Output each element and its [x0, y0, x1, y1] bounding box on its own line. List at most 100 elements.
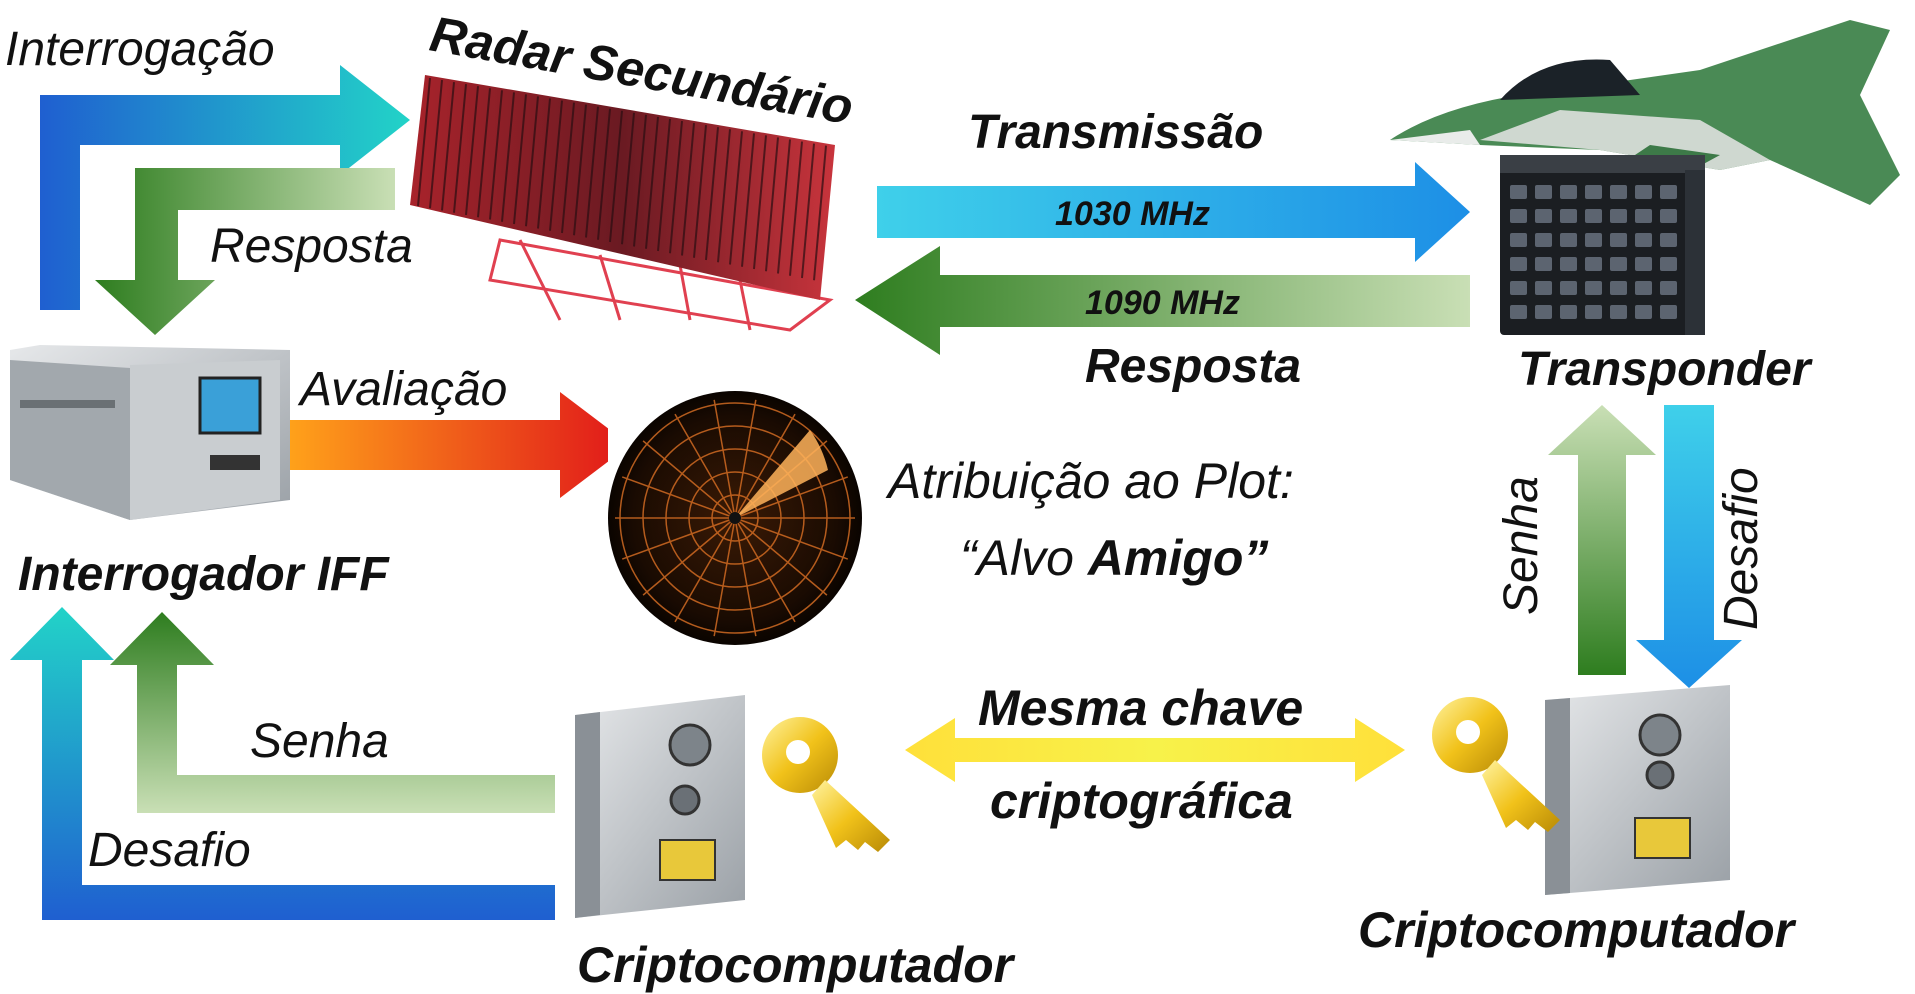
transponder-button [1635, 281, 1652, 295]
transponder-button [1610, 305, 1627, 319]
transponder-button [1610, 233, 1627, 247]
evaluation-label: Avaliação [297, 363, 507, 416]
transponder-button [1635, 305, 1652, 319]
transponder-label: Transponder [1518, 343, 1813, 396]
scope-spoke [734, 476, 849, 519]
crypto-label-right: Criptocomputador [1358, 902, 1797, 958]
transponder-button [1535, 185, 1552, 199]
plot-assignment-line2: “Alvo Amigo” [960, 530, 1268, 586]
radar-rib [465, 86, 479, 216]
scope-spoke [642, 517, 736, 596]
golden-key-icon [762, 717, 890, 852]
transponder-button [1535, 257, 1552, 271]
scope-spoke [713, 399, 736, 519]
scope-spoke [674, 413, 736, 519]
transponder-button [1535, 209, 1552, 223]
challenge-label-left: Desafio [88, 824, 251, 877]
transponder-button [1660, 209, 1677, 223]
radar-rib [501, 92, 515, 222]
transponder-unit-image [1500, 155, 1705, 335]
transponder-button [1610, 257, 1627, 271]
transponder-button [1635, 257, 1652, 271]
iff-interrogator-image [10, 345, 290, 520]
transponder-button [1560, 233, 1577, 247]
transponder-button [1585, 281, 1602, 295]
challenge-arrow-left [10, 607, 555, 920]
radar-rib [585, 106, 599, 238]
transponder-button [1660, 233, 1677, 247]
response-arrow-left [95, 168, 395, 335]
interrogator-label: Interrogador IFF [18, 548, 390, 601]
transponder-button [1610, 185, 1627, 199]
radar-rib [429, 79, 443, 209]
radar-rib [753, 135, 767, 270]
transponder-button [1560, 185, 1577, 199]
transponder-button [1510, 281, 1527, 295]
golden-key-icon [1432, 697, 1560, 832]
transponder-button [1510, 185, 1527, 199]
radar-rib [609, 110, 623, 243]
transponder-button [1535, 305, 1552, 319]
scope-spoke [734, 413, 796, 519]
response-label-center: Resposta [1085, 340, 1301, 393]
password-label-right: Senha [1495, 476, 1548, 615]
radar-rib [561, 102, 575, 234]
transponder-button [1585, 257, 1602, 271]
radar-rib [525, 96, 539, 227]
radar-scope-image [608, 391, 862, 645]
transponder-button [1510, 257, 1527, 271]
transponder-button [1560, 209, 1577, 223]
challenge-arrow-right [1636, 405, 1742, 688]
interrogation-arrow [40, 65, 410, 310]
transponder-button [1585, 209, 1602, 223]
transponder-button [1585, 305, 1602, 319]
transponder-button [1660, 185, 1677, 199]
radar-rib [693, 125, 707, 258]
password-arrow-right [1548, 405, 1656, 675]
interrogation-label: Interrogação [5, 23, 275, 76]
radar-rib [489, 90, 503, 220]
freq-1090-label: 1090 MHz [1085, 284, 1240, 322]
radar-rib [765, 137, 779, 272]
radar-antenna-image [410, 75, 835, 332]
radar-rib [633, 114, 647, 247]
transponder-button [1660, 305, 1677, 319]
transponder-button [1610, 209, 1627, 223]
radar-rib [657, 118, 671, 252]
crypto-computer-image [1545, 685, 1730, 895]
transponder-button [1610, 281, 1627, 295]
crypto-computer-image [575, 695, 745, 918]
radar-rib [789, 141, 803, 276]
radar-rib [801, 143, 815, 279]
scope-spoke [642, 440, 736, 519]
radar-rib [597, 108, 611, 240]
radar-rib [621, 112, 635, 245]
scope-spoke [713, 517, 736, 637]
radar-rib [417, 77, 431, 207]
scope-spoke [674, 517, 736, 623]
transponder-button [1585, 233, 1602, 247]
transponder-button [1635, 233, 1652, 247]
same-key-arrow [905, 718, 1405, 782]
transponder-button [1535, 281, 1552, 295]
radar-rib [513, 94, 527, 225]
transponder-button [1660, 281, 1677, 295]
plot-assignment-prefix: “Alvo [960, 530, 1088, 586]
radar-rib [717, 129, 731, 263]
scope-spoke [734, 399, 757, 519]
crypto-label-left: Criptocomputador [577, 937, 1016, 993]
freq-1030-label: 1030 MHz [1055, 195, 1210, 233]
password-arrow-left [110, 612, 555, 813]
radar-rib [705, 127, 719, 261]
transmission-arrow [877, 162, 1470, 262]
password-label-left: Senha [250, 715, 389, 768]
transponder-button [1535, 233, 1552, 247]
same-key-line2: criptográfica [990, 773, 1293, 829]
radar-rib [537, 98, 551, 229]
radar-rib [477, 88, 491, 218]
transponder-button [1560, 305, 1577, 319]
transponder-button [1510, 209, 1527, 223]
radar-rib [453, 84, 467, 213]
